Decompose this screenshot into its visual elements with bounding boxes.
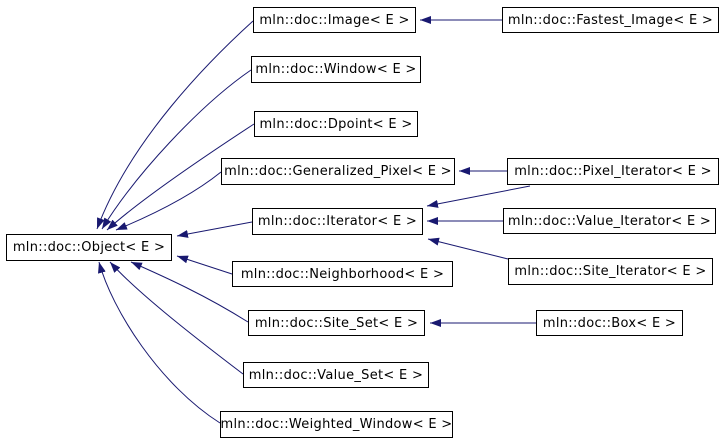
node-pixel-iterator[interactable]: mln::doc::Pixel_Iterator< E > [507, 158, 719, 185]
edge-value_set-to-object [109, 261, 244, 375]
edge-window-to-object [101, 69, 252, 230]
node-value-set[interactable]: mln::doc::Value_Set< E > [243, 362, 429, 388]
node-image[interactable]: mln::doc::Image< E > [253, 7, 416, 33]
node-generalized-pixel[interactable]: mln::doc::Generalized_Pixel< E > [221, 158, 455, 185]
node-site-iterator[interactable]: mln::doc::Site_Iterator< E > [508, 258, 713, 285]
node-fastest-image[interactable]: mln::doc::Fastest_Image< E > [502, 7, 719, 33]
node-object[interactable]: mln::doc::Object< E > [6, 234, 172, 261]
node-site-set[interactable]: mln::doc::Site_Set< E > [248, 310, 425, 336]
node-box[interactable]: mln::doc::Box< E > [536, 310, 683, 336]
node-iterator[interactable]: mln::doc::Iterator< E > [252, 208, 423, 235]
edge-site_iterator-to-iterator [427, 237, 509, 260]
edge-neighborhood-to-object [176, 255, 233, 275]
edge-image-to-object [96, 20, 254, 230]
edge-pixel_iterator-to-iterator [426, 185, 531, 208]
edge-weighted_window-to-object [98, 261, 221, 424]
node-weighted-window[interactable]: mln::doc::Weighted_Window< E > [220, 411, 453, 438]
edge-iterator-to-object [176, 221, 253, 238]
node-window[interactable]: mln::doc::Window< E > [251, 56, 421, 83]
node-dpoint[interactable]: mln::doc::Dpoint< E > [254, 111, 418, 137]
edge-generalized_pixel-to-object [115, 171, 222, 231]
node-neighborhood[interactable]: mln::doc::Neighborhood< E > [232, 261, 453, 287]
edge-site_set-to-object [130, 261, 249, 323]
node-value-iterator[interactable]: mln::doc::Value_Iterator< E > [503, 208, 716, 234]
